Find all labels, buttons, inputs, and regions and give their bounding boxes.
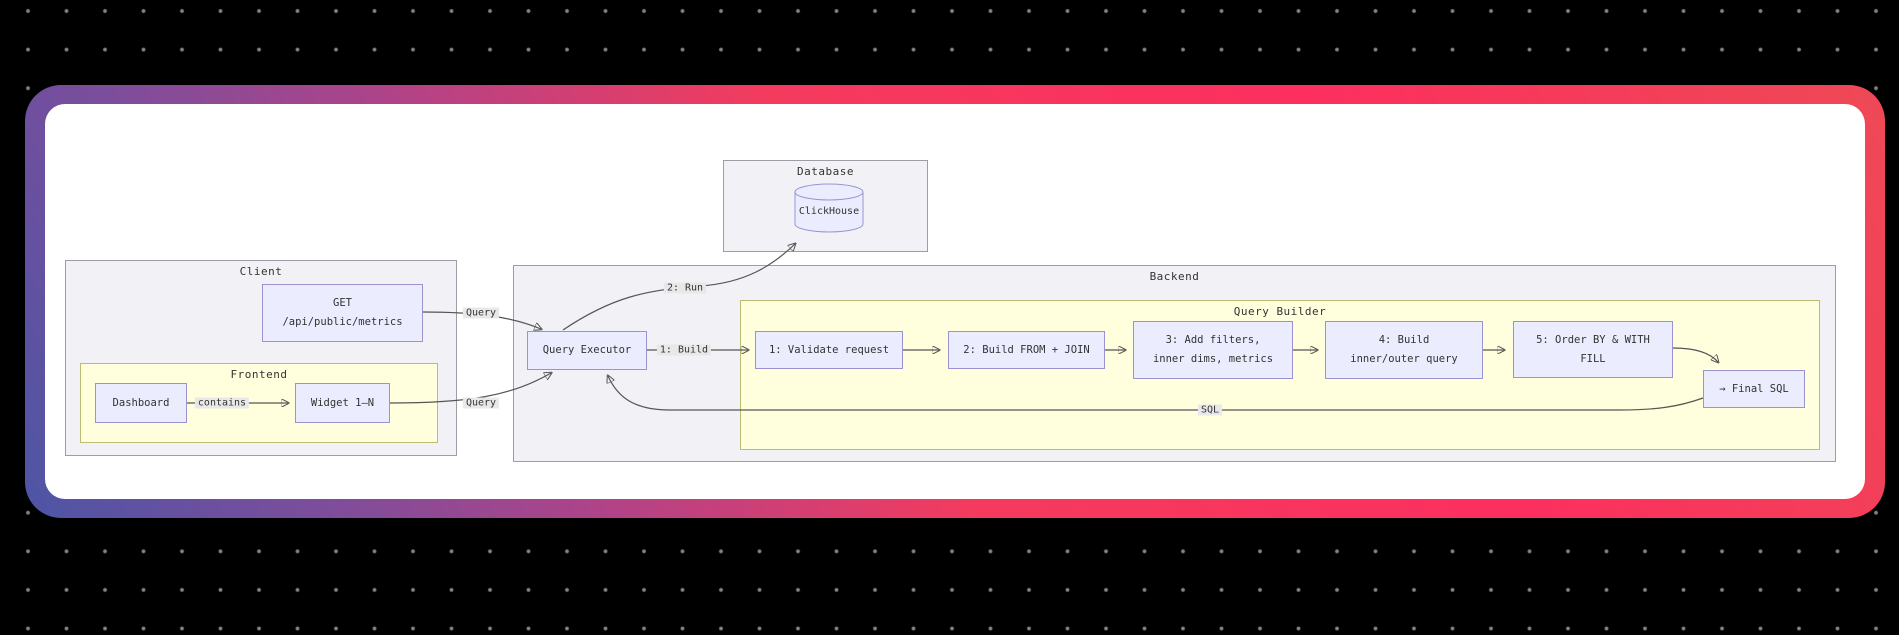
edge-widget-to-executor [389,373,551,404]
edge-orderby-to-finalsql [1672,347,1718,362]
cluster-client-label: Client [239,265,283,278]
node-final-sql: → Final SQL [1703,370,1805,408]
cluster-database-label: Database [797,165,854,178]
cluster-backend-label: Backend [1149,270,1200,283]
edge-label-sql: SQL [1197,404,1223,416]
edge-label-query-get: Query [462,307,500,319]
edge-label-query-widget: Query [462,397,500,409]
node-widget: Widget 1–N [295,383,390,423]
node-dashboard: Dashboard [95,383,187,423]
node-get-endpoint: GET /api/public/metrics [262,284,423,342]
node-build-inner-outer: 4: Build inner/outer query [1325,321,1483,379]
node-get-line2: /api/public/metrics [282,316,403,328]
edge-label-contains: contains [194,397,250,409]
edge-finalsql-to-executor [608,376,1704,411]
node-build-from-join: 2: Build FROM + JOIN [948,331,1105,369]
cluster-frontend-label: Frontend [230,368,288,381]
edge-label-build: 1: Build [656,344,712,356]
node-clickhouse: ClickHouse [794,183,864,233]
cluster-query-builder-label: Query Builder [1233,305,1327,318]
node-add-filters: 3: Add filters, inner dims, metrics [1133,321,1293,379]
edge-label-run: 2: Run [663,282,707,294]
node-clickhouse-label: ClickHouse [798,206,860,217]
node-query-executor: Query Executor [527,331,647,370]
node-get-line1: GET [333,297,352,309]
node-order-by-with-fill: 5: Order BY & WITH FILL [1513,321,1673,378]
node-validate-request: 1: Validate request [755,331,903,369]
database-cylinder-icon [794,183,864,233]
cluster-database: Database [723,160,928,252]
